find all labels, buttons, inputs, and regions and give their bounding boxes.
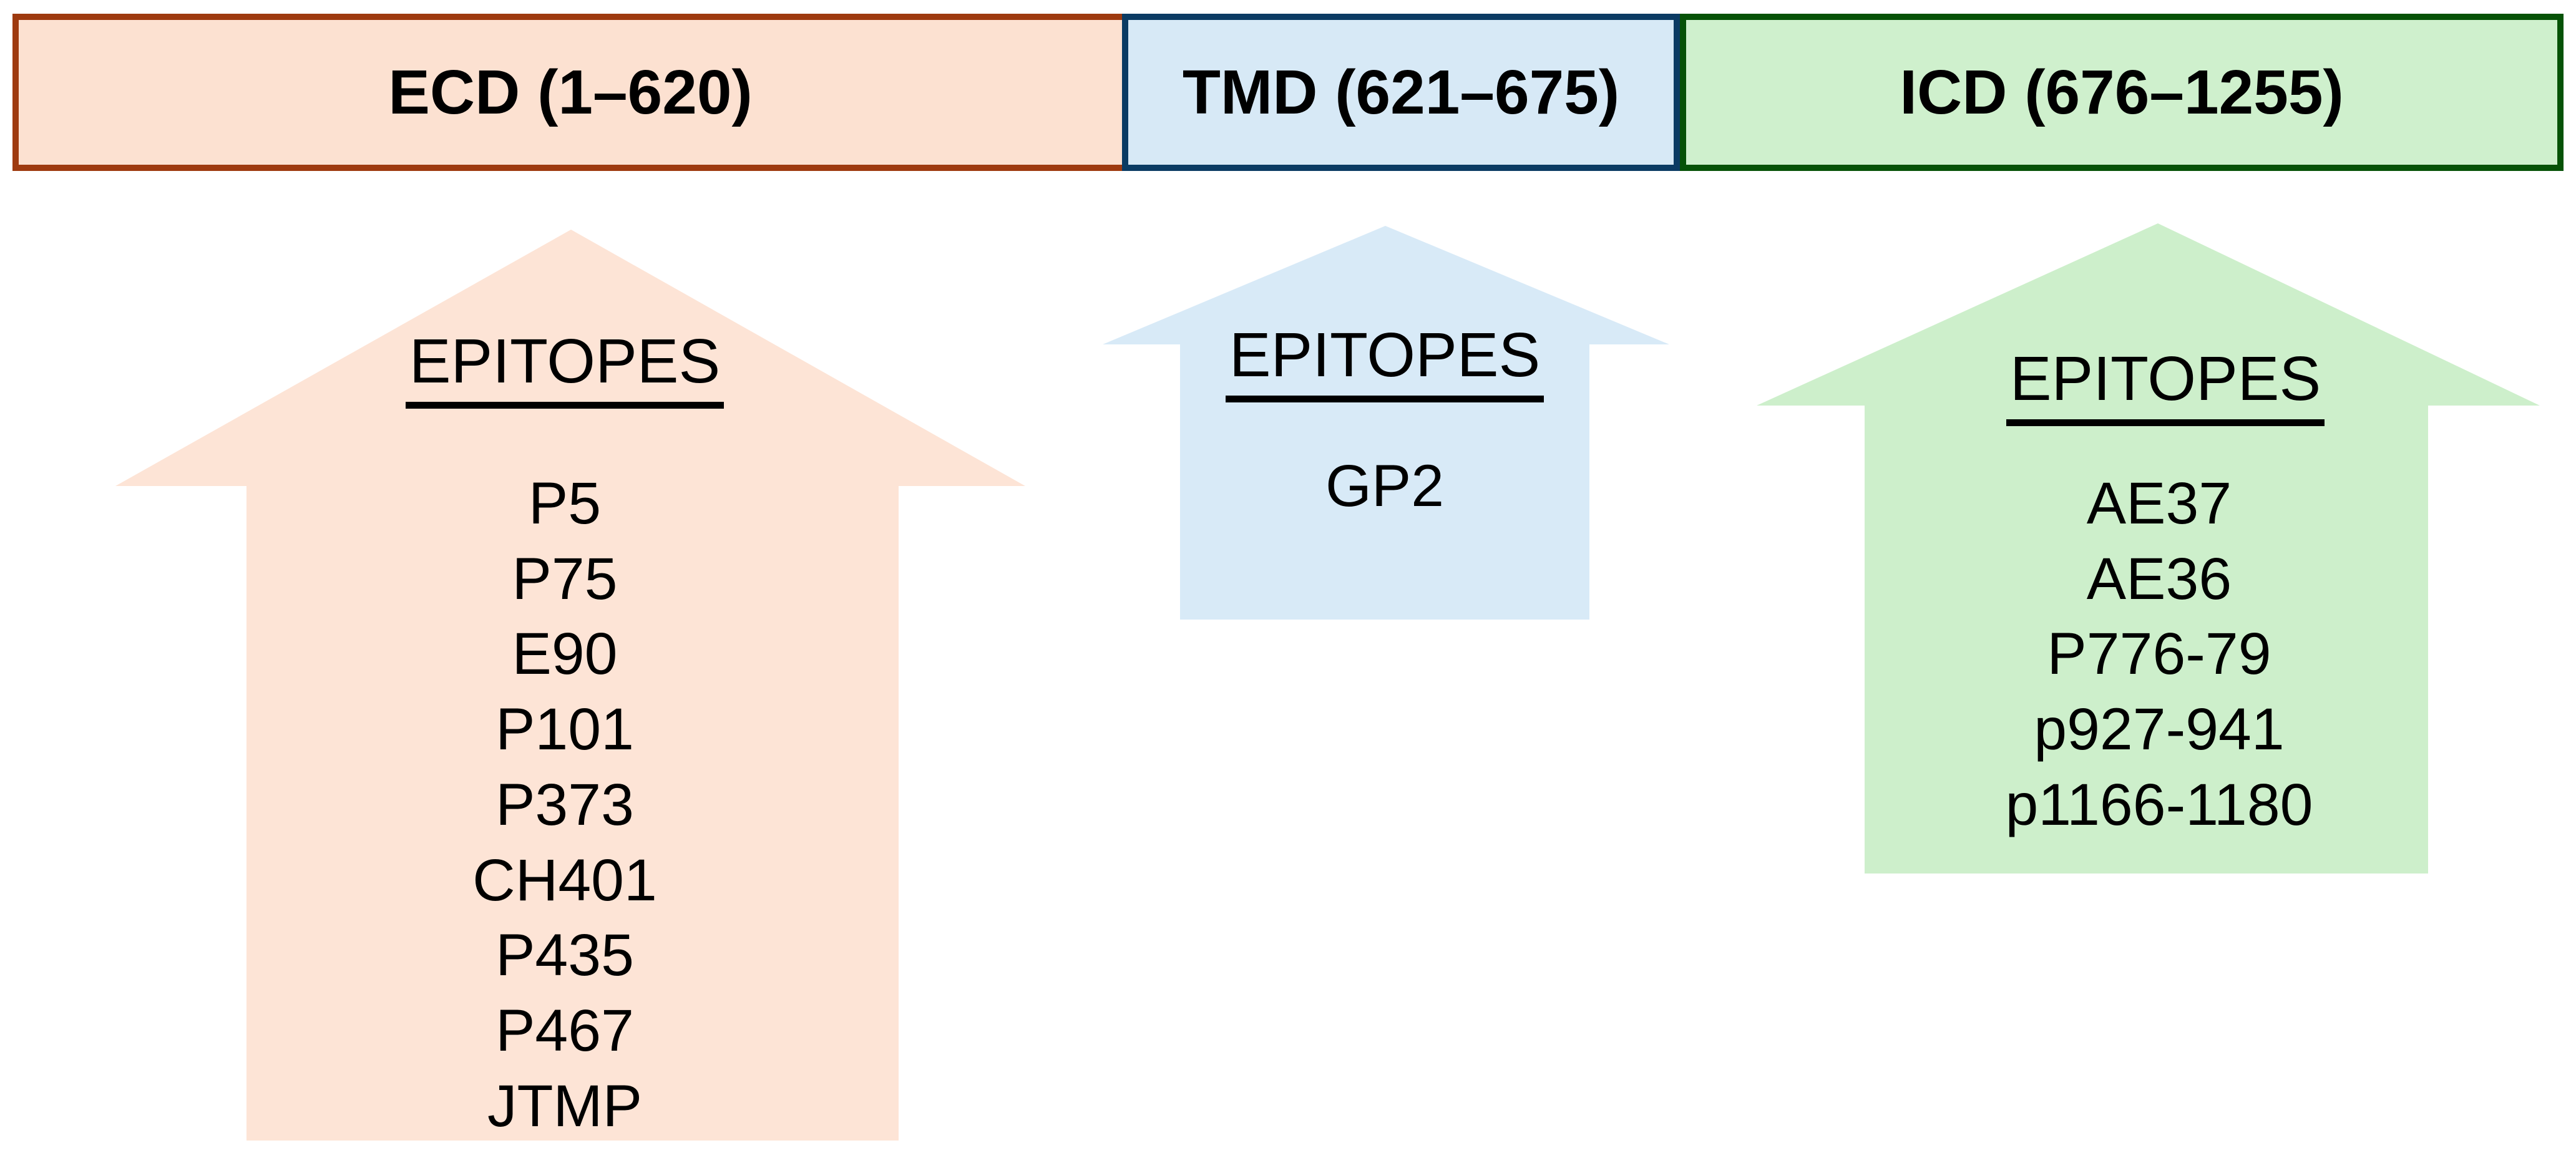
epitope-item: p927-941	[2034, 696, 2285, 763]
icd-epitopes-arrow	[1757, 223, 2540, 873]
icd-epitopes-heading: EPITOPES	[1885, 344, 2446, 426]
epitope-item: E90	[512, 621, 618, 688]
ecd-epitopes-arrow	[115, 230, 1025, 1141]
tmd-domain-label: TMD (621–675)	[1182, 57, 1620, 127]
tmd-epitopes-heading-text: EPITOPES	[1225, 321, 1544, 402]
ecd-epitope-list: P5 P75 E90 P101 P373 CH401 P435 P467 JTM…	[253, 466, 877, 1144]
epitope-item: P467	[495, 997, 634, 1064]
epitope-item: P776-79	[2047, 621, 2271, 688]
icd-epitope-list: AE37 AE36 P776-79 p927-941 p1166-1180	[1847, 466, 2471, 843]
ecd-domain-label: ECD (1–620)	[388, 57, 753, 127]
tmd-domain-box: TMD (621–675)	[1122, 14, 1680, 171]
epitope-item: P101	[495, 696, 634, 763]
epitope-item: P435	[495, 922, 634, 989]
tmd-epitope-list: GP2	[1073, 449, 1697, 524]
ecd-epitopes-heading: EPITOPES	[284, 327, 846, 409]
ecd-domain-box: ECD (1–620)	[12, 14, 1128, 171]
epitope-item: AE37	[2086, 470, 2232, 537]
icd-domain-label: ICD (676–1255)	[1900, 57, 2344, 127]
tmd-epitopes-heading: EPITOPES	[1104, 321, 1666, 402]
icd-epitopes-heading-text: EPITOPES	[2006, 344, 2325, 426]
ecd-epitopes-heading-text: EPITOPES	[405, 327, 724, 409]
epitope-item: JTMP	[487, 1073, 643, 1139]
icd-domain-box: ICD (676–1255)	[1680, 14, 2564, 171]
epitope-item: P5	[528, 470, 602, 537]
epitope-item: P75	[512, 545, 618, 612]
epitope-item: p1166-1180	[2005, 771, 2313, 838]
tmd-epitopes-arrow	[1103, 226, 1669, 620]
epitope-item: P373	[495, 771, 634, 838]
epitope-item: GP2	[1325, 453, 1445, 519]
epitope-item: CH401	[472, 847, 657, 913]
epitope-item: AE36	[2086, 545, 2232, 612]
